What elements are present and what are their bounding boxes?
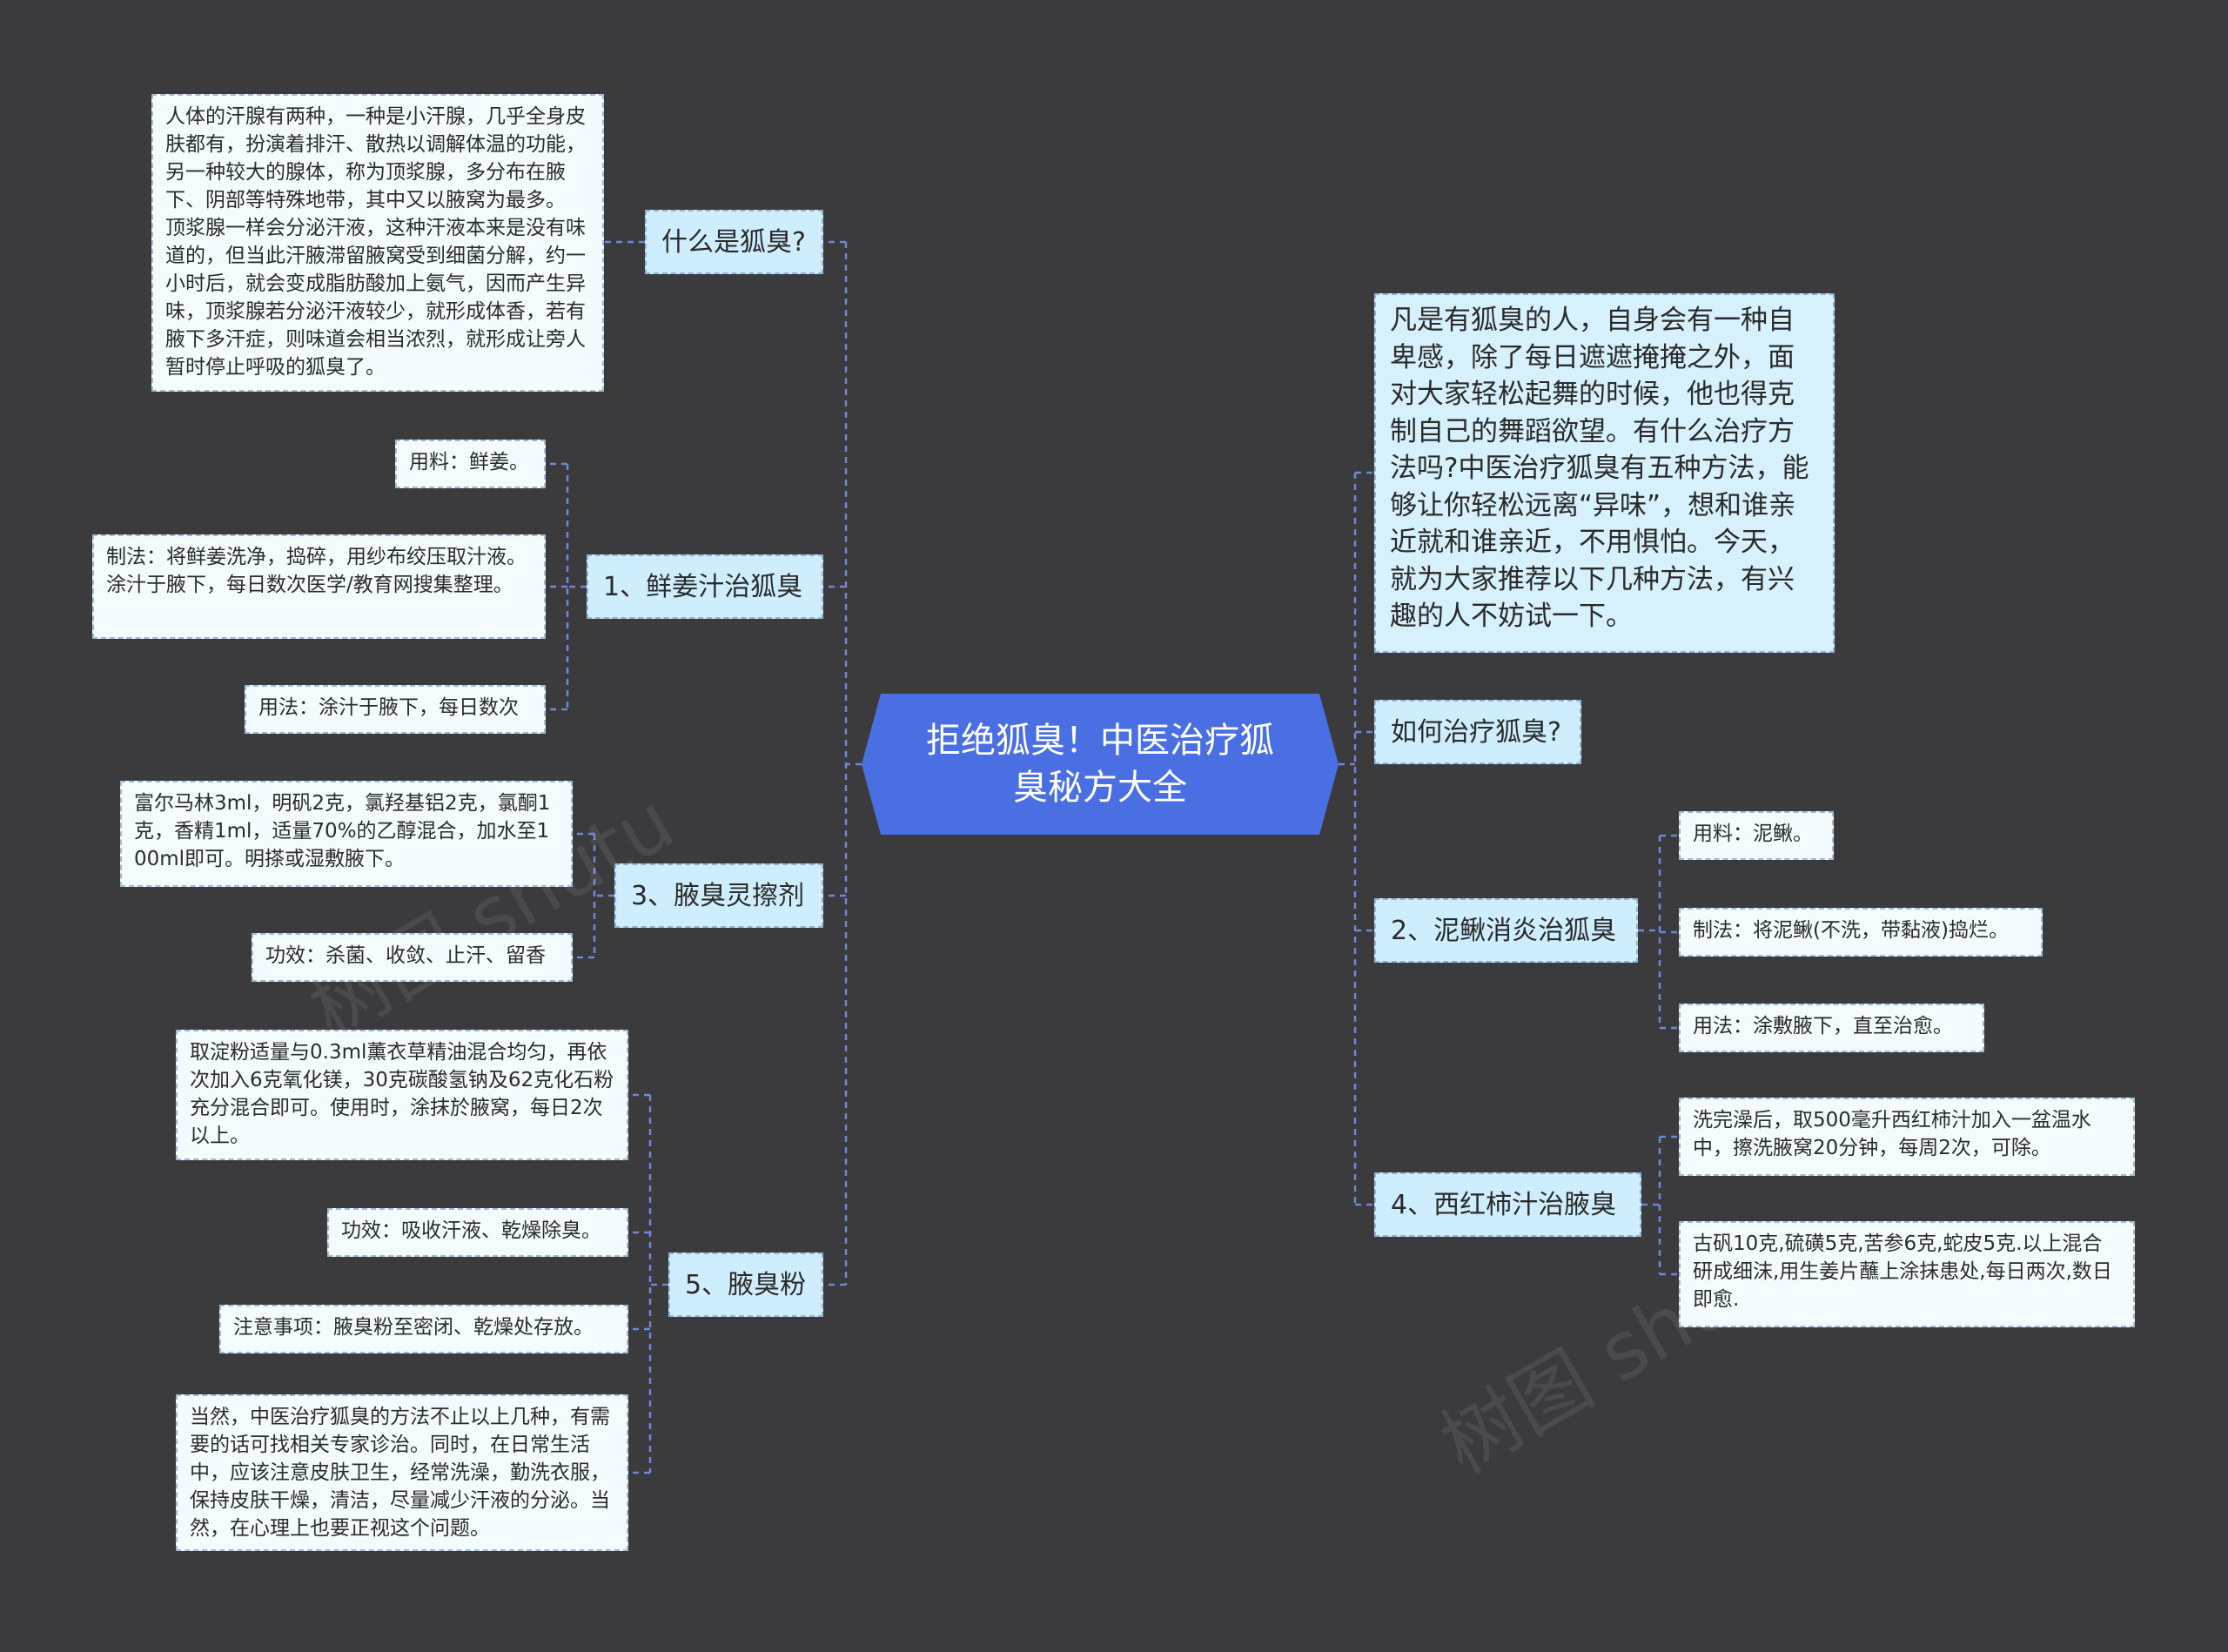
leaf-powder-advice: 当然，中医治疗狐臭的方法不止以上几种，有需要的话可找相关专家诊治。同时，在日常生…	[176, 1394, 628, 1551]
leaf-ginger-method: 制法：将鲜姜洗净，捣碎，用纱布绞压取汁液。涂汁于腋下，每日数次医学/教育网搜集整…	[92, 534, 546, 639]
branch-label: 4、西红柿汁治腋臭	[1391, 1190, 1617, 1220]
branch-label: 3、腋臭灵擦剂	[631, 881, 805, 911]
connector-liniment-trunk	[593, 834, 614, 957]
branch-label: 什么是狐臭?	[661, 227, 806, 258]
connector-ginger-trunk	[566, 464, 587, 709]
leaf-loach-material: 用料：泥鳅。	[1679, 811, 1834, 860]
intro-text: 凡是有狐臭的人，自身会有一种自卑感，除了每日遮遮掩掩之外，面对大家轻松起舞的时候…	[1374, 293, 1835, 653]
leaf-liniment-formula: 富尔马林3ml，明矾2克，氯羟基铝2克，氯酮1克，香精1ml，适量70%的乙醇混…	[120, 781, 573, 887]
branch-label: 2、泥鳅消炎治狐臭	[1391, 916, 1617, 946]
connector-powder-trunk	[648, 1095, 668, 1473]
leaf-liniment-effect: 功效：杀菌、收敛、止汗、留香	[252, 933, 573, 982]
branch-how-to-treat[interactable]: 如何治疗狐臭?	[1374, 700, 1581, 764]
branch-what-is-body-odor[interactable]: 什么是狐臭?	[645, 210, 823, 274]
central-topic-title: 拒绝狐臭！中医治疗狐臭秘方大全	[926, 721, 1274, 808]
connector-loach-trunk	[1638, 836, 1661, 1028]
leaf-loach-method: 制法：将泥鳅(不洗，带黏液)捣烂。	[1679, 908, 2043, 957]
branch-ginger-juice[interactable]: 1、鲜姜汁治狐臭	[587, 554, 823, 619]
branch-powder[interactable]: 5、腋臭粉	[668, 1252, 823, 1317]
branch-liniment[interactable]: 3、腋臭灵擦剂	[614, 863, 823, 928]
leaf-powder-effect: 功效：吸收汗液、乾燥除臭。	[327, 1208, 628, 1257]
central-topic[interactable]: 拒绝狐臭！中医治疗狐臭秘方大全	[862, 694, 1339, 835]
branch-label: 5、腋臭粉	[685, 1270, 807, 1300]
branch-tomato-juice[interactable]: 4、西红柿汁治腋臭	[1374, 1172, 1641, 1237]
branch-loach[interactable]: 2、泥鳅消炎治狐臭	[1374, 898, 1638, 963]
leaf-tomato-wash: 洗完澡后，取500毫升西红柿汁加入一盆温水中，擦洗腋窝20分钟，每周2次，可除。	[1679, 1098, 2135, 1176]
connector-tomato-trunk	[1641, 1137, 1661, 1274]
branch-label: 如何治疗狐臭?	[1391, 717, 1561, 748]
leaf-powder-formula: 取淀粉适量与0.3ml薰衣草精油混合均匀，再依次加入6克氧化镁，30克碳酸氢钠及…	[176, 1030, 628, 1160]
leaf-tomato-alum: 古矾10克,硫磺5克,苦参6克,蛇皮5克.以上混合研成细沫,用生姜片蘸上涂抹患处…	[1679, 1221, 2135, 1327]
leaf-loach-usage: 用法：涂敷腋下，直至治愈。	[1679, 1004, 1984, 1052]
branch-label: 1、鲜姜汁治狐臭	[603, 572, 803, 602]
leaf-what-detail: 人体的汗腺有两种，一种是小汗腺，几乎全身皮肤都有，扮演着排汗、散热以调解体温的功…	[151, 94, 604, 392]
leaf-ginger-material: 用料：鲜姜。	[395, 440, 546, 488]
leaf-ginger-usage: 用法：涂汁于腋下，每日数次	[245, 685, 546, 734]
leaf-powder-note: 注意事项：腋臭粉至密闭、乾燥处存放。	[219, 1305, 628, 1353]
